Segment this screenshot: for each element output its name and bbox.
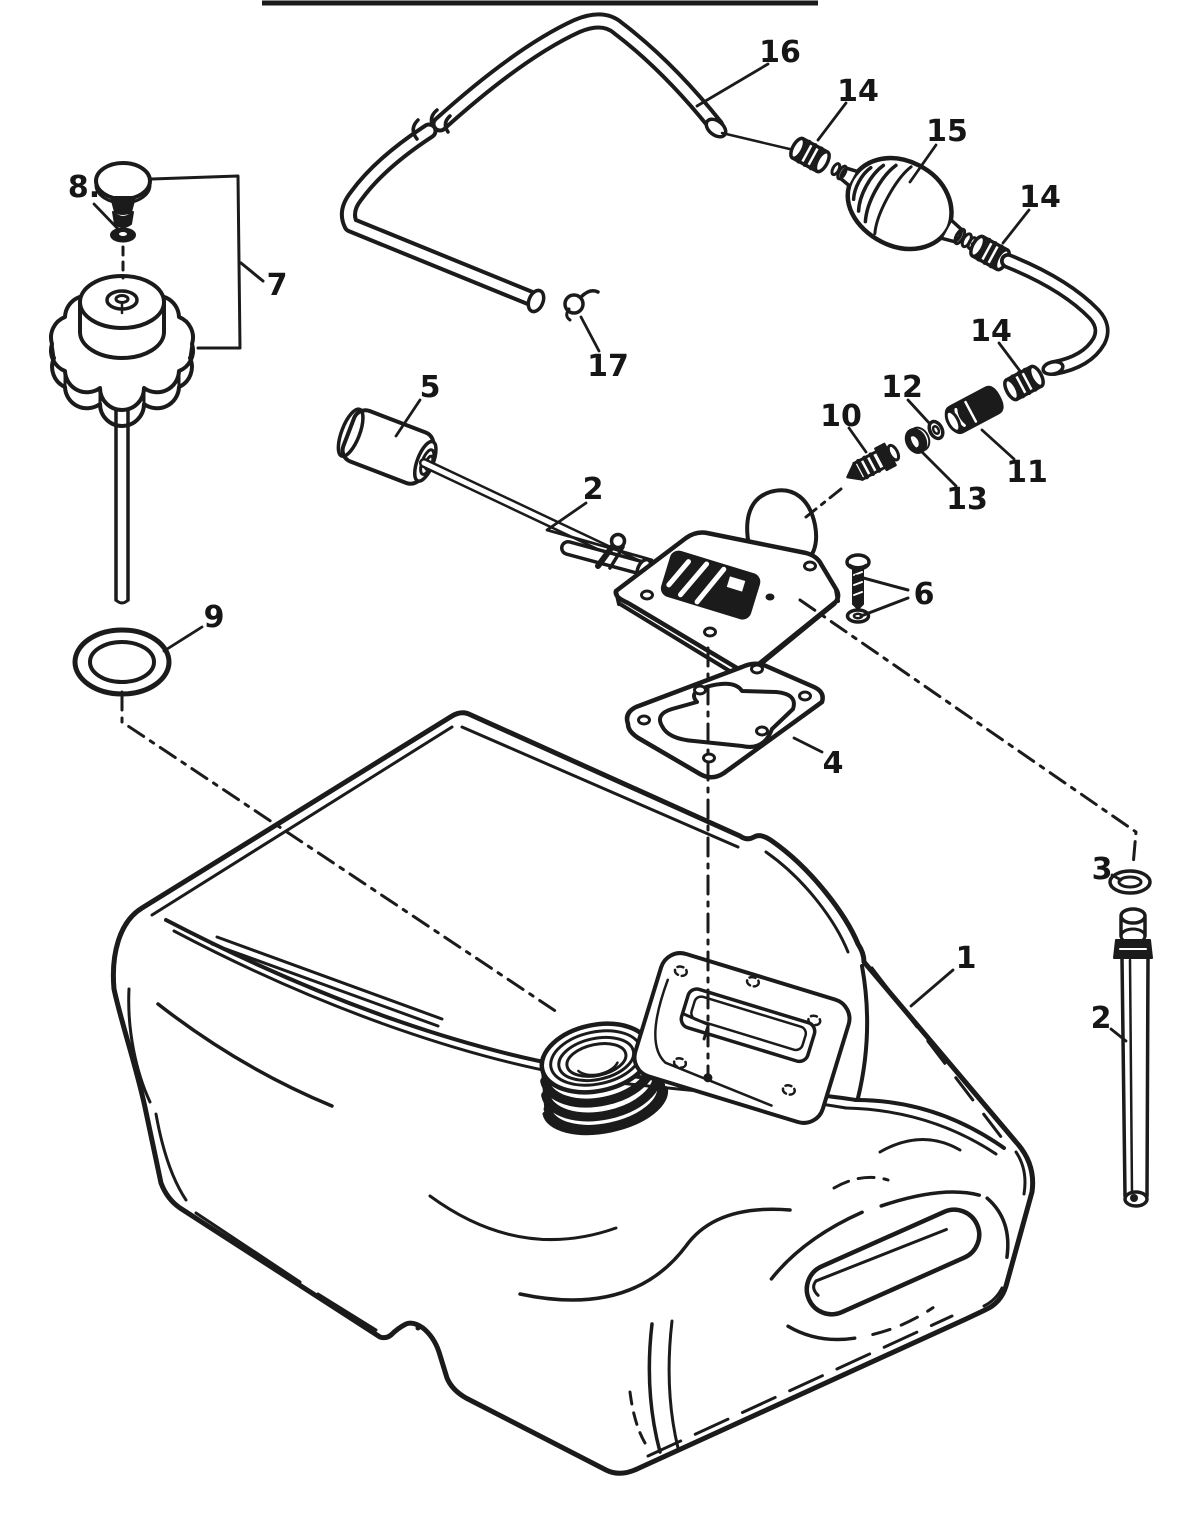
fuel-hose-16 [339,12,728,314]
callout-7-bracket [150,174,265,350]
callout-2b: 2 [1091,1001,1112,1036]
o-ring-3 [1108,869,1152,895]
elbow-hose [1000,253,1110,376]
connector-14c [1003,364,1045,402]
callout-10: 10 [820,399,862,434]
callout-14b: 14 [1019,180,1061,215]
fuel-line-chain [720,131,1110,481]
callout-14c: 14 [970,314,1012,349]
fuel-connector-11 [944,385,1004,435]
callout-7: 7 [267,268,288,303]
fuel-gauge-window [660,550,761,620]
callout-13: 13 [946,482,988,517]
callout-8: 8. [68,170,100,205]
fuel-cap-with-gauge [49,274,195,605]
tank-fitting-10 [846,442,901,481]
hose-clip-17 [563,289,600,322]
tank-handle-recess [769,1190,1010,1342]
callout-6: 6 [914,577,935,612]
primer-bulb [830,155,978,252]
cap-o-ring [72,627,172,697]
callout-9: 9 [204,600,225,635]
callout-16: 16 [759,35,801,70]
leader-lines [92,62,1128,1043]
nut-13 [904,426,931,454]
mounting-screw-6 [845,553,910,624]
sender-plate-assembly [613,488,841,680]
callout-14a: 14 [837,74,879,109]
callout-2a: 2 [583,472,604,507]
callout-5: 5 [420,370,441,405]
callout-12: 12 [881,370,923,405]
assembly-axis-lines [120,245,1138,1078]
callout-1: 1 [956,941,977,976]
callout-3: 3 [1092,852,1113,887]
callout-labels: 16 14 15 14 14 17 5 12 10 11 13 2 8. 7 9… [68,35,1113,1036]
tank-sender-recess [632,951,852,1125]
washer-12 [927,419,945,441]
callout-11: 11 [1006,455,1048,490]
callout-17: 17 [587,349,629,384]
gasket-4 [624,661,825,780]
callout-15: 15 [926,114,968,149]
vent-screw [94,161,152,243]
callout-4: 4 [823,746,844,781]
connector-14a [789,136,831,174]
pickup-filter-5 [336,407,645,570]
pickup-tube-2b [1113,907,1153,1208]
